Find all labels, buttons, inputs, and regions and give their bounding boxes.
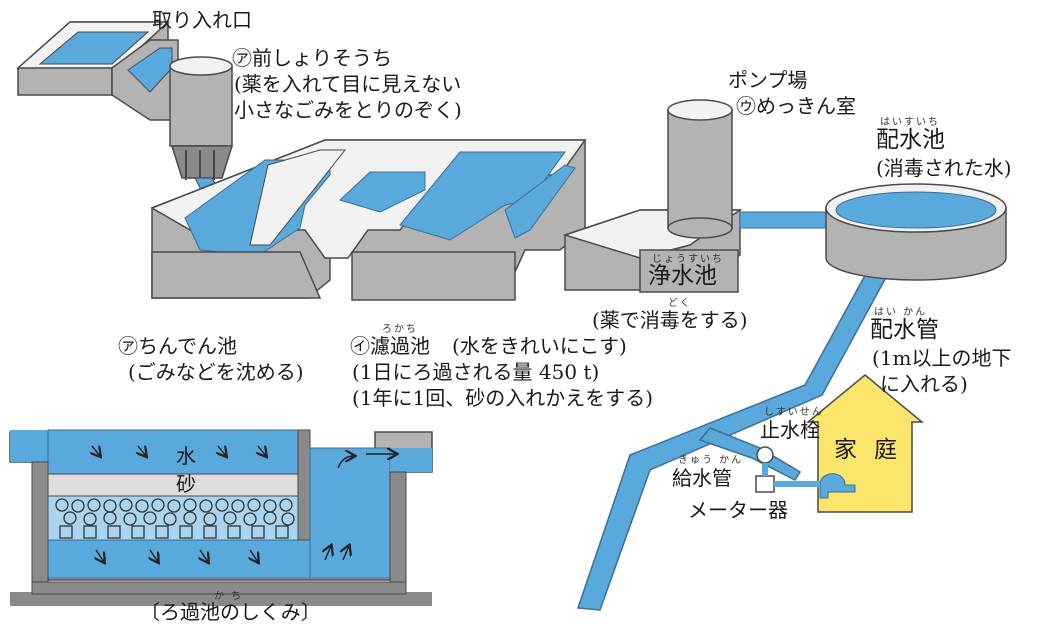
filter-desc-0: (水をきれいにこす): [452, 334, 627, 358]
pretreatment-tank: [169, 56, 234, 205]
pump-station: [667, 99, 733, 239]
distribution-pool-ruby: はいすいち: [880, 117, 940, 128]
supply-pipe-ruby: きゅう かん: [678, 455, 744, 466]
house: [805, 374, 925, 513]
distribution-pipe: [576, 269, 892, 611]
house-label-2: 庭: [874, 437, 897, 463]
inset-sand-label: 砂: [176, 472, 196, 496]
distribution-pipe-desc-1: (1m以上の地下: [872, 346, 1012, 370]
house-label-1: 家: [834, 437, 857, 463]
distribution-pool-desc: (消毒された水): [876, 156, 1012, 180]
sterilization-room-label: ㋒めっきん室: [736, 94, 856, 118]
inset-caption-ruby: か ち: [214, 591, 244, 602]
inset-water-label: 水: [176, 444, 196, 468]
filter-label: ㋑濾過池: [350, 334, 430, 358]
intake-label: 取り入れ口: [152, 8, 252, 32]
filter-desc-1: (1日にろ過される量 450 t): [352, 360, 600, 384]
distribution-pipe-desc-2: に入れる): [880, 372, 968, 396]
pretreatment-label: ㋐前しょりそうち: [232, 46, 392, 70]
sedimentation-label: ㋐ちんでん池: [118, 334, 237, 358]
distribution-pool-label: 配水池: [876, 127, 945, 153]
supply-pipe-label: 給水管: [672, 466, 732, 490]
pretreatment-desc-1: (薬を入れて目に見えない: [234, 72, 462, 96]
water-meter: [755, 446, 820, 493]
clean-pool-ruby: じょうすいち: [652, 254, 724, 265]
stopcock-label: 止水栓: [760, 418, 820, 442]
intake-basin: [16, 21, 179, 121]
filter-inset: [9, 429, 433, 606]
clean-pool-label: 浄水池: [648, 263, 717, 289]
filter-desc-2: (1年に1回、砂の入れかえをする): [352, 386, 654, 410]
pretreatment-desc-2: 小さなごみをとりのぞく): [234, 98, 462, 122]
stopcock-ruby: しすいせん: [764, 407, 824, 418]
inset-caption: 〔ろ過池のしくみ〕: [140, 600, 321, 624]
sedimentation-desc: (ごみなどを沈める): [128, 360, 304, 384]
distribution-pipe-label: 配水管: [870, 317, 939, 343]
pipe-ruby: はい かん: [874, 307, 928, 318]
pump-station-label: ポンプ場: [728, 68, 808, 92]
meter-label: メーター器: [688, 498, 788, 522]
filter-ruby: ろかち: [382, 324, 418, 335]
treatment-basins: [150, 139, 587, 301]
connector-pipe: [739, 211, 831, 229]
clean-desc-ruby: どく: [668, 298, 692, 309]
clean-pool-desc: (薬で消毒をする): [592, 308, 748, 332]
distribution-reservoir: [825, 183, 1007, 281]
